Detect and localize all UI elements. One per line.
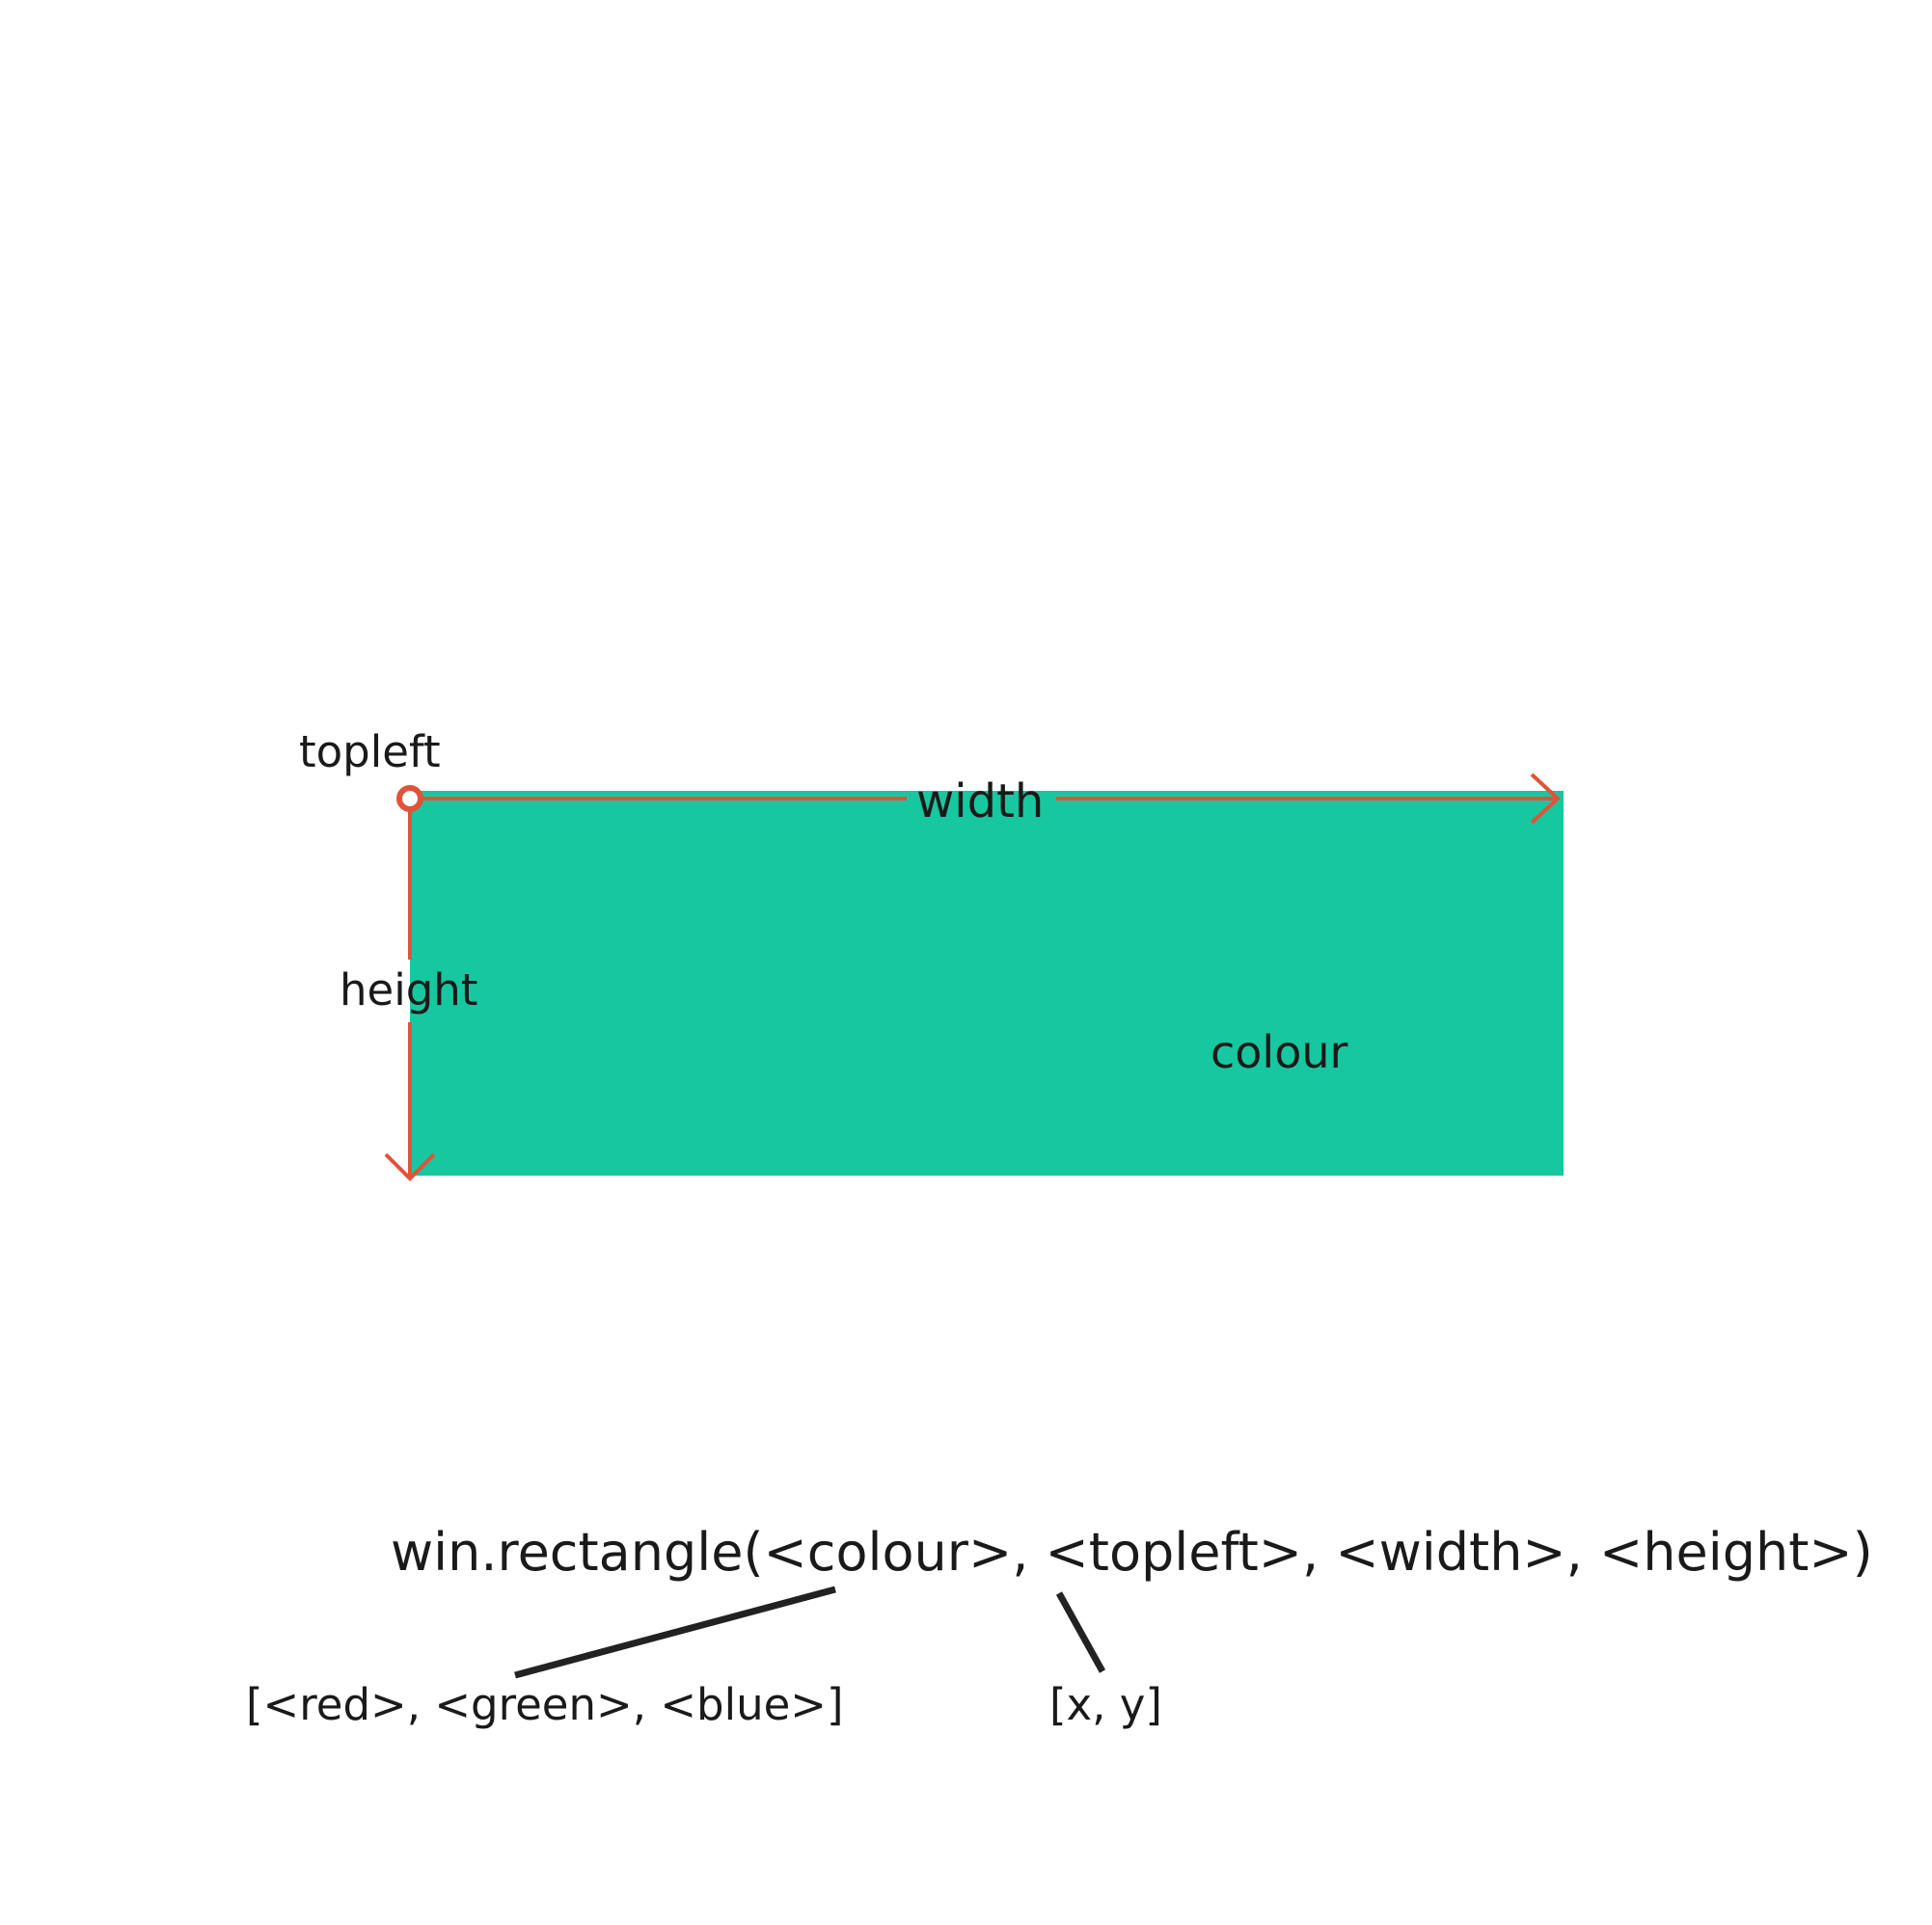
colour-label: colour xyxy=(1211,1026,1348,1078)
topleft-label: topleft xyxy=(299,726,441,777)
height-label: height xyxy=(340,964,478,1016)
colored-rectangle xyxy=(410,791,1564,1176)
colour-format-annotation: [<red>, <green>, <blue>] xyxy=(246,1679,844,1730)
width-label: width xyxy=(916,774,1045,828)
width-arrowhead-icon xyxy=(1530,773,1561,825)
topleft-format-annotation: [x, y] xyxy=(1049,1679,1162,1730)
topleft-marker-icon xyxy=(396,785,423,812)
topleft-connector-line xyxy=(1055,1591,1106,1673)
function-signature: win.rectangle(<colour>, <topleft>, <widt… xyxy=(391,1522,1873,1583)
height-arrowhead-icon xyxy=(384,1152,436,1181)
colour-connector-line xyxy=(514,1586,836,1679)
